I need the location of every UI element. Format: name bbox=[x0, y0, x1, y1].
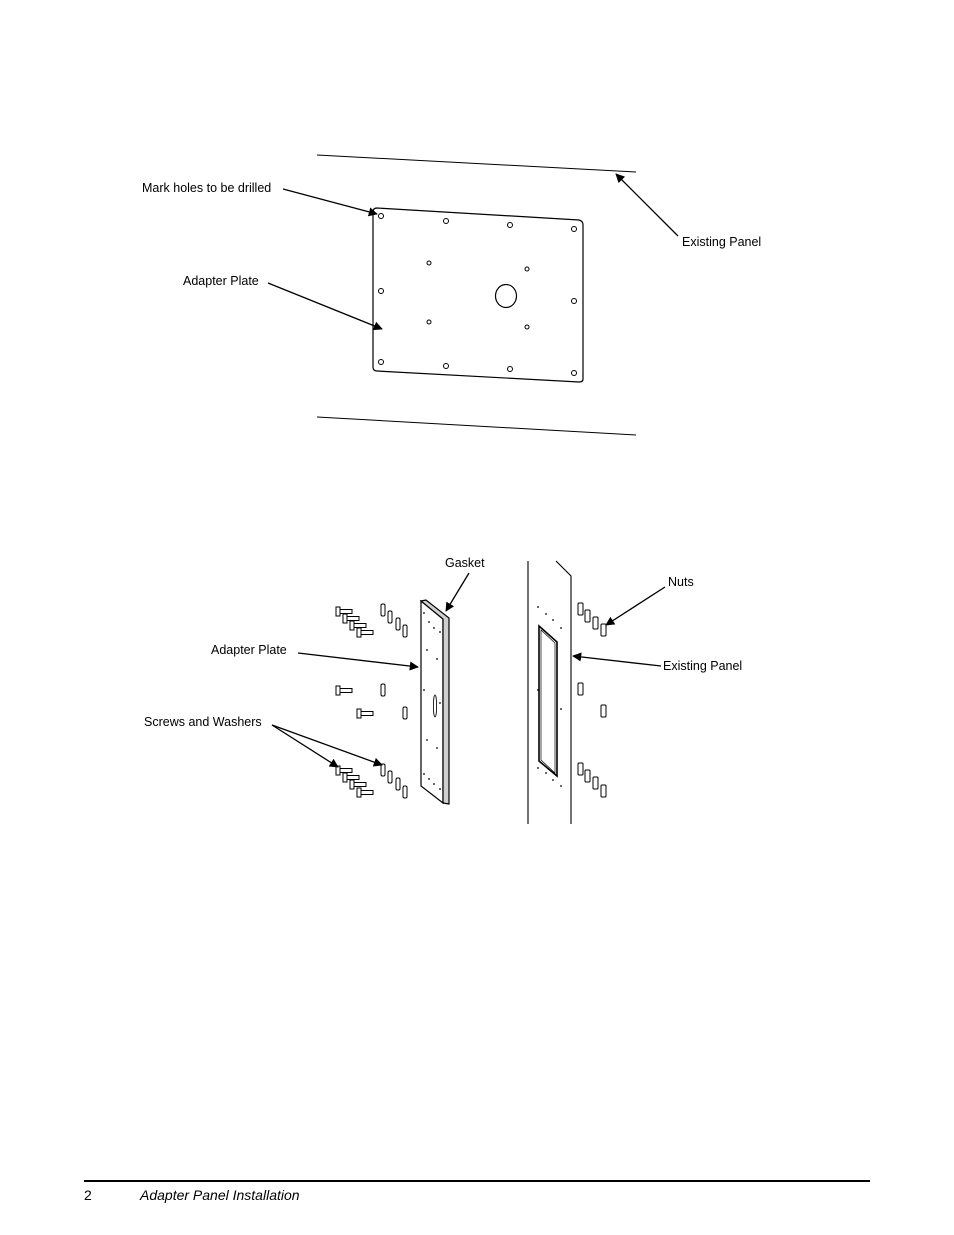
arrow-washers bbox=[271, 724, 383, 767]
adapter-plate-center-hole bbox=[494, 283, 518, 309]
arrow-screws bbox=[271, 724, 339, 768]
label-mark-holes: Mark holes to be drilled bbox=[142, 181, 272, 195]
arrow-mark-holes bbox=[282, 188, 378, 217]
arrow-gasket bbox=[445, 572, 470, 612]
figure-mark-holes bbox=[267, 154, 679, 436]
nuts bbox=[577, 602, 607, 798]
arrow-nuts bbox=[605, 586, 666, 626]
label-existing-panel: Existing Panel bbox=[682, 235, 762, 249]
figure-exploded-assembly bbox=[271, 560, 666, 824]
label-adapter-plate-2: Adapter Plate bbox=[211, 643, 287, 657]
arrow-adapter-plate-2 bbox=[297, 652, 419, 671]
existing-panel-holes bbox=[537, 606, 562, 787]
footer-title: Adapter Panel Installation bbox=[140, 1187, 300, 1203]
washers-lower bbox=[380, 763, 408, 799]
label-existing-panel-2: Existing Panel bbox=[663, 659, 743, 673]
existing-panel-top-edge bbox=[316, 154, 637, 173]
washers-middle bbox=[380, 683, 408, 720]
screws-middle bbox=[335, 685, 374, 719]
footer-rule bbox=[84, 1180, 870, 1182]
washers-upper bbox=[380, 603, 408, 638]
page-number: 2 bbox=[84, 1187, 92, 1203]
label-screws-washers: Screws and Washers bbox=[144, 715, 262, 729]
label-nuts: Nuts bbox=[668, 575, 694, 589]
label-adapter-plate: Adapter Plate bbox=[183, 274, 259, 288]
adapter-plate-side bbox=[419, 599, 450, 805]
existing-panel-side bbox=[527, 560, 572, 824]
label-gasket: Gasket bbox=[445, 556, 485, 570]
arrow-existing-panel-2 bbox=[572, 652, 662, 667]
screws-upper bbox=[335, 606, 374, 638]
screws-lower bbox=[335, 765, 374, 798]
existing-panel-bottom-edge bbox=[316, 416, 637, 436]
adapter-plate-holes bbox=[378, 213, 577, 376]
arrow-adapter-plate bbox=[267, 282, 383, 331]
arrow-existing-panel bbox=[615, 173, 679, 237]
